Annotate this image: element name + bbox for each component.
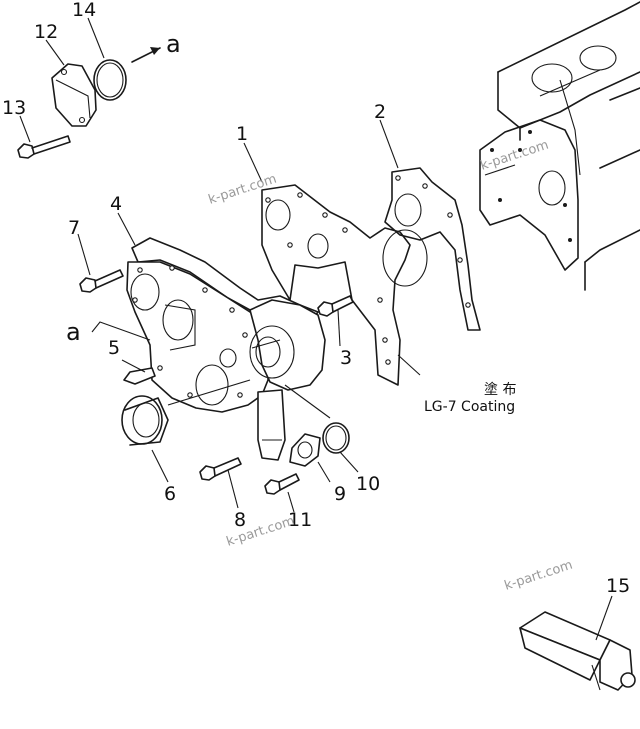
callout-7: 7 <box>68 217 80 239</box>
part-9-flange <box>289 433 321 467</box>
part-8-bolt <box>199 457 242 481</box>
part-7-bolt <box>79 269 124 293</box>
callout-5: 5 <box>108 337 120 359</box>
callout-4: 4 <box>110 193 122 215</box>
coating-kanji: 塗 布 <box>484 381 516 398</box>
ref-letter-a-left: a <box>66 318 81 346</box>
callout-12: 12 <box>34 21 58 43</box>
callout-9: 9 <box>334 483 346 505</box>
callout-10: 10 <box>356 473 380 495</box>
part-10-o-ring <box>322 422 350 454</box>
part-2-gasket <box>384 167 481 331</box>
part-11-bolt <box>264 473 300 495</box>
part-14-o-ring <box>93 59 127 101</box>
part-13-bolt <box>17 135 71 159</box>
coating-text: LG-7 Coating <box>424 399 515 415</box>
callout-2: 2 <box>374 101 386 123</box>
callout-3: 3 <box>340 347 352 369</box>
callout-6: 6 <box>164 483 176 505</box>
leader-lines <box>19 17 613 641</box>
callout-14: 14 <box>72 0 96 21</box>
ref-letter-a-top: a <box>166 30 181 58</box>
part-15-tool <box>519 611 636 691</box>
callout-1: 1 <box>236 123 248 145</box>
watermark-4: k-part.com <box>503 558 575 594</box>
callout-13: 13 <box>2 97 26 119</box>
part-1-gasket <box>261 184 428 386</box>
engine-block <box>479 1 640 291</box>
part-3-bolt <box>317 295 354 317</box>
callout-11: 11 <box>288 509 312 531</box>
part-6-oil-seal <box>121 395 169 446</box>
callout-15: 15 <box>606 575 630 597</box>
callout-8: 8 <box>234 509 246 531</box>
part-12-cover-plate <box>51 63 97 127</box>
part-5-pin <box>123 367 156 385</box>
part-4-front-cover <box>126 237 326 461</box>
